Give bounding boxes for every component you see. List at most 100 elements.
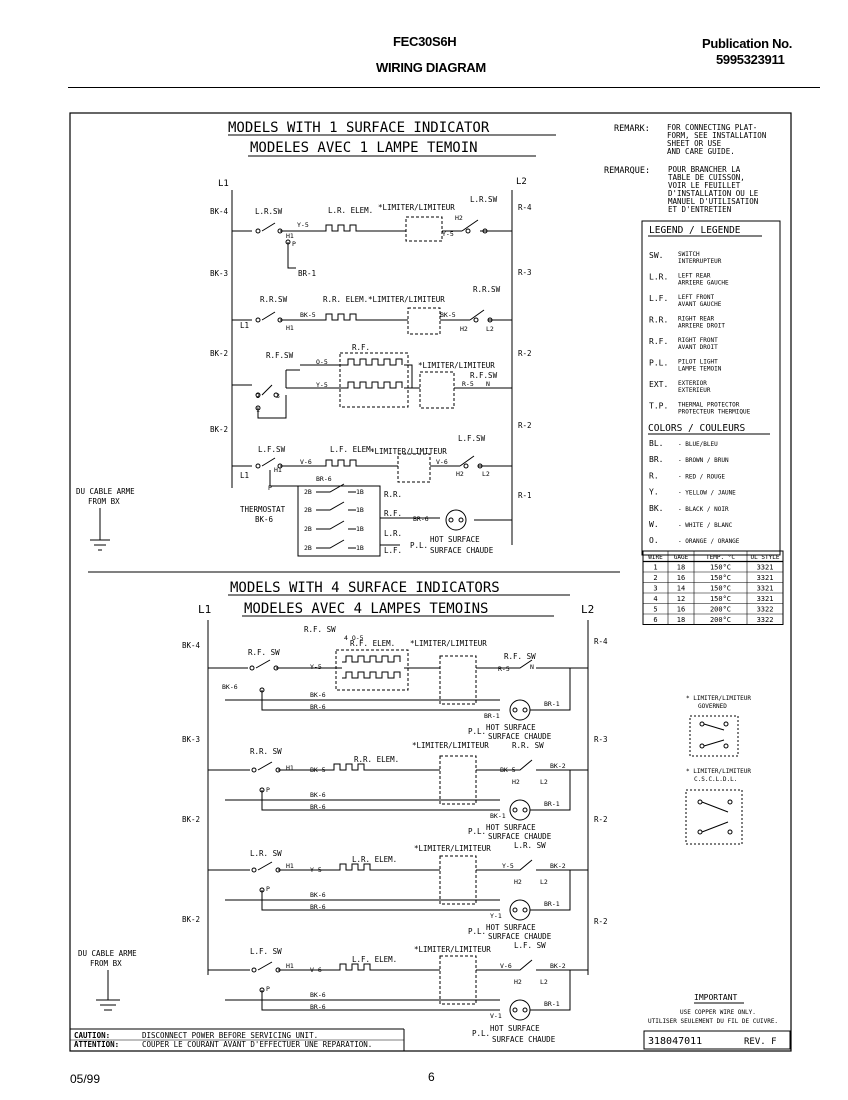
svg-text:N: N bbox=[486, 380, 490, 388]
svg-text:SURFACE CHAUDE: SURFACE CHAUDE bbox=[488, 832, 552, 841]
svg-text:H1: H1 bbox=[274, 466, 282, 474]
svg-text:BK-2: BK-2 bbox=[210, 425, 228, 434]
svg-text:R-3: R-3 bbox=[594, 735, 608, 744]
svg-text:H1: H1 bbox=[286, 862, 294, 870]
svg-text:R-2: R-2 bbox=[594, 815, 608, 824]
svg-text:R-5: R-5 bbox=[498, 665, 510, 673]
svg-text:L2: L2 bbox=[486, 325, 494, 333]
color-key: W. bbox=[649, 520, 659, 529]
svg-text:* LIMITER/LIMITEUR: * LIMITER/LIMITEUR bbox=[686, 768, 751, 775]
svg-text:L1: L1 bbox=[240, 321, 249, 330]
color-key: BL. bbox=[649, 439, 663, 448]
svg-text:GOVERNED: GOVERNED bbox=[698, 703, 727, 710]
svg-text:R-5: R-5 bbox=[462, 380, 474, 388]
svg-text:P.L.: P.L. bbox=[410, 541, 428, 550]
svg-text:L.F.: L.F. bbox=[384, 546, 402, 555]
wire-table-cell: 5 bbox=[653, 606, 657, 614]
svg-text:R-4: R-4 bbox=[518, 203, 532, 212]
svg-text:H1: H1 bbox=[286, 232, 294, 240]
remark-label-en: REMARK: bbox=[614, 124, 650, 134]
svg-text:2: 2 bbox=[256, 392, 260, 400]
model-number: FEC30S6H bbox=[393, 34, 457, 49]
svg-text:2B: 2B bbox=[304, 506, 312, 514]
caution-block: CAUTION: DISCONNECT POWER BEFORE SERVICI… bbox=[74, 1031, 372, 1049]
svg-text:R.R.SW: R.R.SW bbox=[473, 285, 501, 294]
wire-table-cell: 200°C bbox=[710, 616, 731, 624]
wire-table-cell: 16 bbox=[677, 574, 685, 582]
svg-text:N: N bbox=[530, 663, 534, 671]
bottom-title-fr: MODELES AVEC 4 LAMPES TEMOINS bbox=[244, 601, 488, 617]
svg-text:L1: L1 bbox=[240, 471, 249, 480]
svg-text:CAUTION:: CAUTION: bbox=[74, 1031, 110, 1040]
svg-text:1B: 1B bbox=[356, 488, 364, 496]
svg-text:AND CARE GUIDE.: AND CARE GUIDE. bbox=[667, 147, 735, 156]
svg-text:HOT SURFACE: HOT SURFACE bbox=[486, 923, 536, 932]
svg-text:P.L.: P.L. bbox=[468, 727, 486, 736]
svg-text:L2: L2 bbox=[540, 878, 548, 886]
svg-text:R-3: R-3 bbox=[518, 268, 532, 277]
header-rule bbox=[68, 87, 820, 88]
svg-text:Y-5: Y-5 bbox=[310, 663, 322, 671]
svg-text:H2: H2 bbox=[460, 325, 468, 333]
legend-key: SW. bbox=[649, 251, 663, 260]
svg-text:SURFACE CHAUDE: SURFACE CHAUDE bbox=[488, 732, 552, 741]
svg-text:L.R. ELEM.: L.R. ELEM. bbox=[352, 855, 397, 864]
svg-text:L.R. ELEM.: L.R. ELEM. bbox=[328, 206, 373, 215]
svg-text:2B: 2B bbox=[304, 488, 312, 496]
color-text: - YELLOW / JAUNE bbox=[678, 490, 736, 497]
svg-text:HOT SURFACE: HOT SURFACE bbox=[486, 723, 536, 732]
svg-text:BR-1: BR-1 bbox=[544, 1000, 560, 1008]
svg-text:*LIMITER/LIMITEUR: *LIMITER/LIMITEUR bbox=[410, 639, 487, 648]
svg-text:*LIMITER/LIMITEUR: *LIMITER/LIMITEUR bbox=[414, 945, 491, 954]
wire-table-cell: 3322 bbox=[757, 606, 774, 614]
svg-text:SHEET OR USE: SHEET OR USE bbox=[667, 139, 722, 148]
colors-title: COLORS / COULEURS bbox=[648, 423, 746, 434]
svg-text:FOR CONNECTING PLAT-: FOR CONNECTING PLAT- bbox=[667, 123, 757, 132]
legend-text: AVANT DROIT bbox=[678, 344, 718, 351]
svg-text:D'INSTALLATION OU LE: D'INSTALLATION OU LE bbox=[668, 189, 759, 198]
svg-text:R-4: R-4 bbox=[594, 637, 608, 646]
wire-table-cell: 200°C bbox=[710, 606, 731, 614]
svg-text:VOIR LE FEUILLET: VOIR LE FEUILLET bbox=[668, 181, 741, 190]
svg-text:BK-2: BK-2 bbox=[182, 815, 200, 824]
svg-text:H1: H1 bbox=[286, 962, 294, 970]
svg-text:L.R. SW: L.R. SW bbox=[514, 841, 546, 850]
svg-text:DU CABLE ARME: DU CABLE ARME bbox=[76, 487, 135, 496]
svg-text:R.F.: R.F. bbox=[352, 343, 370, 352]
wire-table-cell: 18 bbox=[677, 616, 685, 624]
legend-title: LEGEND / LEGENDE bbox=[649, 225, 741, 236]
svg-text:L1: L1 bbox=[218, 179, 229, 189]
svg-text:L2: L2 bbox=[581, 603, 594, 616]
wire-table-cell: 18 bbox=[677, 564, 685, 572]
legend-text: EXTERIOR bbox=[678, 380, 707, 387]
wire-table-cell: 3321 bbox=[757, 574, 774, 582]
revision: REV. F bbox=[744, 1037, 777, 1047]
wire-table-cell: 150°C bbox=[710, 595, 731, 603]
wire-table-header: GAGE bbox=[674, 554, 689, 561]
legend-text: PROTECTEUR THERMIQUE bbox=[678, 409, 751, 416]
svg-text:BK-3: BK-3 bbox=[210, 269, 228, 278]
wire-table-cell: 2 bbox=[653, 574, 657, 582]
wire-table-header: WIRE bbox=[648, 554, 663, 561]
svg-text:ATTENTION:: ATTENTION: bbox=[74, 1040, 119, 1049]
wire-table-cell: 3321 bbox=[757, 585, 774, 593]
svg-text:DISCONNECT POWER BEFORE SERVIC: DISCONNECT POWER BEFORE SERVICING UNIT. bbox=[142, 1031, 318, 1040]
svg-text:BR-6: BR-6 bbox=[413, 515, 429, 523]
svg-text:BR-1: BR-1 bbox=[484, 712, 500, 720]
svg-text:BK-6: BK-6 bbox=[310, 891, 326, 899]
svg-text:V-6: V-6 bbox=[500, 962, 512, 970]
footer-page: 6 bbox=[428, 1070, 435, 1084]
svg-text:*LIMITER/LIMITEUR: *LIMITER/LIMITEUR bbox=[368, 295, 445, 304]
color-text: - RED / ROUGE bbox=[678, 473, 725, 480]
color-text: - BLACK / NOIR bbox=[678, 506, 729, 513]
svg-text:USE COPPER WIRE ONLY.: USE COPPER WIRE ONLY. bbox=[680, 1009, 756, 1016]
legend-text: SWITCH bbox=[678, 251, 700, 258]
svg-text:Y-5: Y-5 bbox=[297, 221, 309, 229]
wire-table-cell: 150°C bbox=[710, 574, 731, 582]
svg-text:DU CABLE ARME: DU CABLE ARME bbox=[78, 949, 137, 958]
legend-key: L.R. bbox=[649, 273, 668, 282]
svg-text:*LIMITER/LIMITEUR: *LIMITER/LIMITEUR bbox=[414, 844, 491, 853]
legend-text: INTERRUPTEUR bbox=[678, 258, 722, 265]
